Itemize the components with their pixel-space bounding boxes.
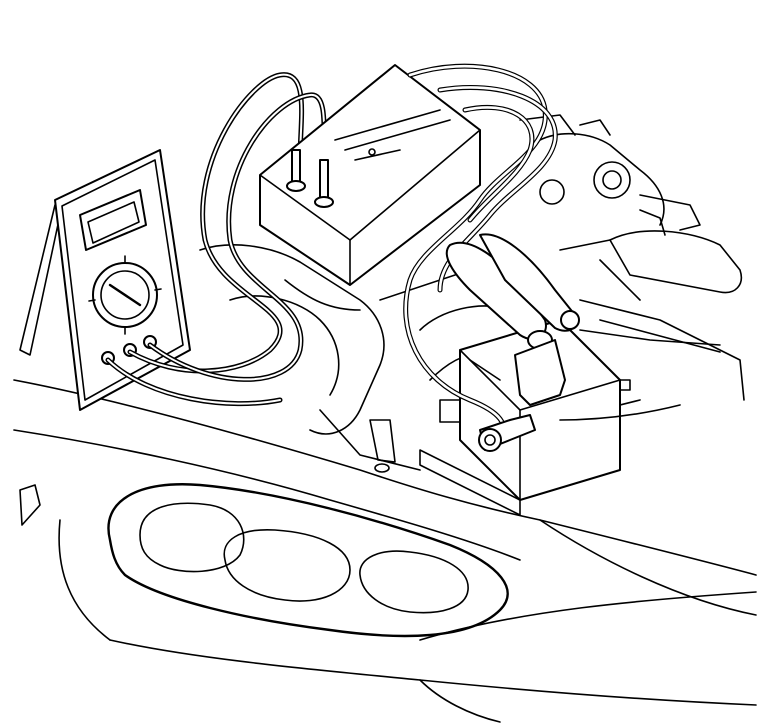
front-body-panel [13, 379, 757, 723]
headlamp-assembly [19, 483, 509, 638]
meter-display [79, 189, 147, 251]
load-tester-box [259, 64, 481, 286]
clamp-jumper-cable [403, 63, 580, 452]
tester-terminal-negative [286, 180, 306, 192]
ring-terminal [478, 428, 502, 452]
hood-edge [559, 329, 721, 421]
clamp-jaw-lower [479, 233, 578, 332]
battery-terminal-clamp [514, 339, 566, 406]
tester-terminal-positive [314, 196, 334, 208]
digital-multimeter [19, 149, 191, 411]
test-leads [105, 72, 328, 407]
